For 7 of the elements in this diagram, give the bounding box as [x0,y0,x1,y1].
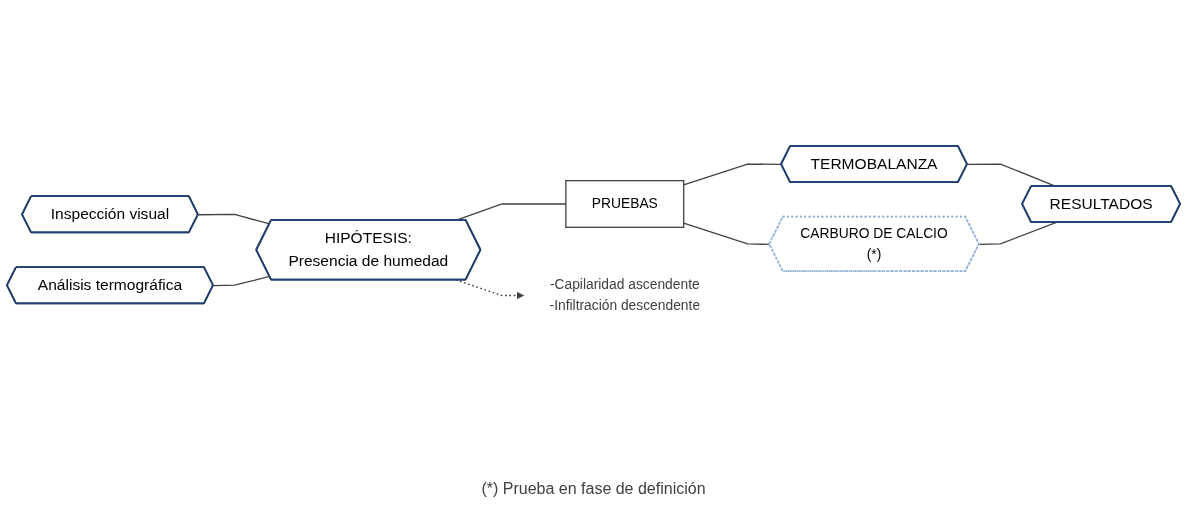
node-box: PRUEBAS [565,180,685,229]
footnote: (*) Prueba en fase de definición [481,480,706,498]
node-text: -Capilaridad ascendente -Infiltración descendente [549,277,701,314]
connector [683,222,771,246]
connector [683,163,783,186]
arrow [455,279,524,300]
connector [978,222,1057,246]
